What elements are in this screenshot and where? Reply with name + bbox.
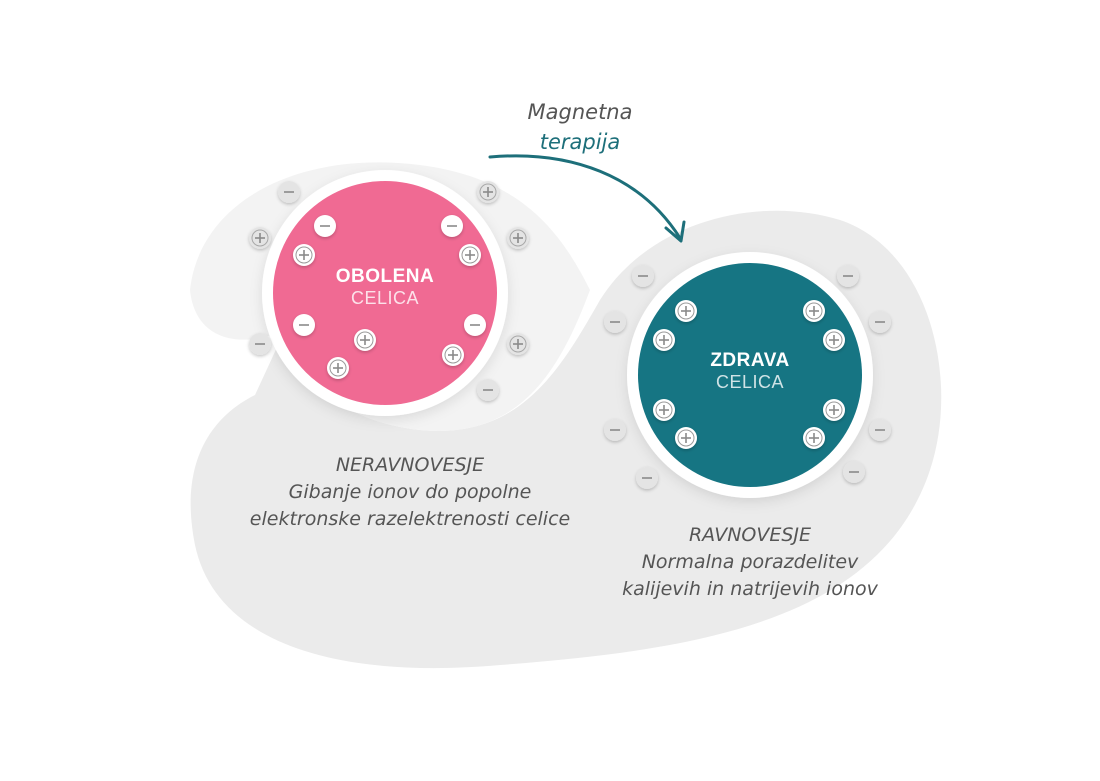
positive-ion-icon xyxy=(803,300,825,322)
diseased-cell-subtitle: CELICA xyxy=(350,288,420,308)
negative-ion-icon xyxy=(314,215,336,237)
negative-ion-icon xyxy=(441,215,463,237)
negative-ion-icon xyxy=(249,333,271,355)
positive-ion-icon xyxy=(507,333,529,355)
positive-ion-icon xyxy=(653,329,675,351)
positive-ion-icon xyxy=(803,427,825,449)
negative-ion-icon xyxy=(278,181,300,203)
negative-ion-icon xyxy=(464,314,486,336)
ion-group xyxy=(249,181,891,489)
positive-ion-icon xyxy=(327,357,349,379)
diseased-cell-label: OBOLENA CELICA xyxy=(305,266,465,309)
negative-ion-icon xyxy=(636,467,658,489)
diseased-cell-title: OBOLENA xyxy=(335,266,435,287)
positive-ion-icon xyxy=(293,244,315,266)
negative-ion-icon xyxy=(632,265,654,287)
negative-ion-icon xyxy=(477,379,499,401)
therapy-label-line1: Magnetna xyxy=(527,100,633,124)
positive-ion-icon xyxy=(354,329,376,351)
positive-ion-icon xyxy=(442,344,464,366)
therapy-label: Magnetna terapija xyxy=(500,97,660,157)
balance-caption: RAVNOVESJE Normalna porazdelitev kalijev… xyxy=(590,522,910,603)
positive-ion-icon xyxy=(675,427,697,449)
negative-ion-icon xyxy=(837,265,859,287)
balance-line1: Normalna porazdelitev xyxy=(641,551,859,573)
positive-ion-icon xyxy=(507,227,529,249)
healthy-cell-subtitle: CELICA xyxy=(715,372,785,392)
positive-ion-icon xyxy=(823,329,845,351)
healthy-cell-label: ZDRAVA CELICA xyxy=(670,350,830,393)
positive-ion-icon xyxy=(477,181,499,203)
negative-ion-icon xyxy=(293,314,315,336)
positive-ion-icon xyxy=(653,399,675,421)
negative-ion-icon xyxy=(869,311,891,333)
therapy-arrowhead xyxy=(664,220,686,243)
imbalance-line1: Gibanje ionov do popolne xyxy=(288,481,532,503)
balance-heading: RAVNOVESJE xyxy=(688,524,812,546)
therapy-arrow xyxy=(488,154,682,240)
negative-ion-icon xyxy=(604,311,626,333)
positive-ion-icon xyxy=(459,244,481,266)
negative-ion-icon xyxy=(843,461,865,483)
positive-ion-icon xyxy=(675,300,697,322)
imbalance-caption: NERAVNOVESJE Gibanje ionov do popolne el… xyxy=(215,452,605,533)
balance-line2: kalijevih in natrijevih ionov xyxy=(622,578,878,600)
therapy-label-line2: terapija xyxy=(539,130,621,154)
positive-ion-icon xyxy=(249,227,271,249)
imbalance-line2: elektronske razelektrenosti celice xyxy=(249,508,571,530)
healthy-cell-title: ZDRAVA xyxy=(710,350,790,371)
imbalance-heading: NERAVNOVESJE xyxy=(335,454,485,476)
negative-ion-icon xyxy=(869,419,891,441)
positive-ion-icon xyxy=(823,399,845,421)
negative-ion-icon xyxy=(604,419,626,441)
